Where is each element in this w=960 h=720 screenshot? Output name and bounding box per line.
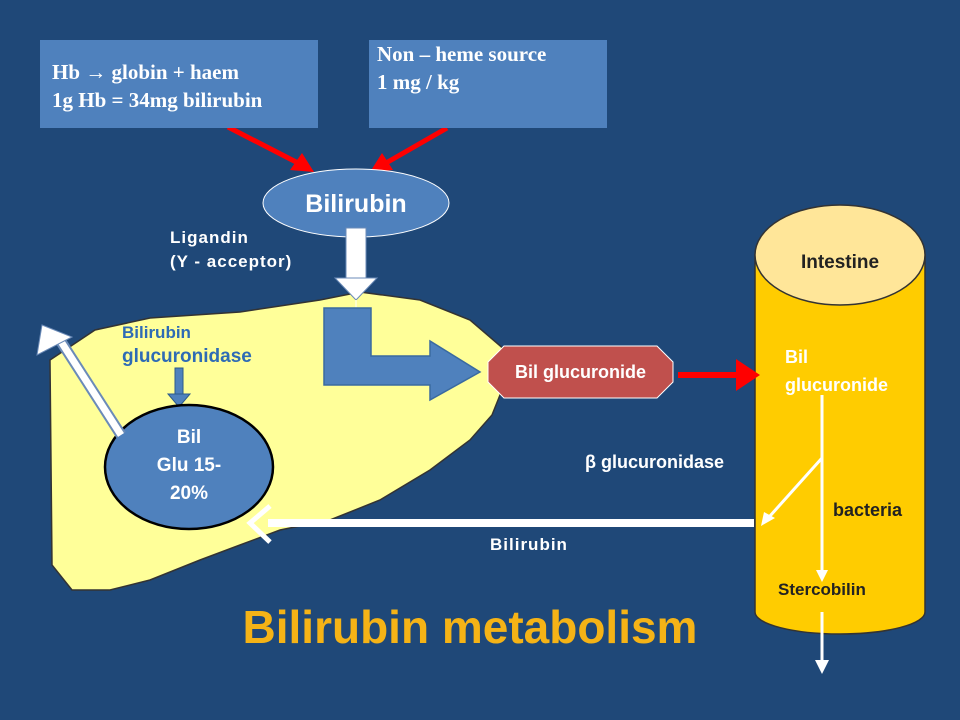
intestine-content-line2: glucuronide bbox=[785, 375, 888, 395]
intestine-top bbox=[754, 204, 926, 306]
intestine-content-line1: Bil bbox=[785, 347, 809, 367]
beta-glucuronidase-label: β glucuronidase bbox=[585, 452, 725, 472]
bil-glu-line2: Glu 15- bbox=[156, 455, 222, 476]
hb-source-box: Hb → globin + haem 1g Hb = 34mg bilirubi… bbox=[40, 40, 318, 128]
nonheme-source-box: Non – heme source 1 mg / kg bbox=[369, 40, 607, 128]
slide-title: Bilirubin metabolism bbox=[242, 601, 698, 653]
ligandin-line2: (Y - acceptor) bbox=[170, 252, 293, 271]
white-down-arrow bbox=[333, 227, 379, 308]
ligandin-label: Ligandin (Y - acceptor) bbox=[170, 226, 292, 274]
bil-glu-line1: Bil bbox=[176, 427, 202, 448]
liver-enzyme-label: Bilirubin glucuronidase bbox=[122, 321, 252, 369]
red-arrow-hb bbox=[226, 124, 314, 172]
intestine-title: Intestine bbox=[800, 252, 880, 273]
bil-glucuronide-label: Bil glucuronide bbox=[514, 362, 646, 382]
return-bilirubin-arrow bbox=[246, 504, 754, 544]
liver-enzyme-line2: glucuronidase bbox=[122, 346, 252, 367]
liver-enzyme-line1: Bilirubin bbox=[122, 323, 191, 342]
return-bilirubin-label: Bilirubin bbox=[490, 535, 568, 554]
bil-glucuronide-node bbox=[487, 345, 674, 399]
bilirubin-node-label: Bilirubin bbox=[305, 190, 407, 218]
hb-source-line2: 1g Hb = 34mg bilirubin bbox=[52, 88, 263, 112]
nonheme-source-line1: Non – heme source bbox=[377, 42, 547, 66]
nonheme-source-line2: 1 mg / kg bbox=[377, 70, 460, 94]
intestine-content: Bil glucuronide bbox=[785, 343, 888, 399]
bil-glu-node bbox=[103, 403, 275, 531]
stercobilin-label: Stercobilin bbox=[778, 580, 866, 599]
enzyme-down-arrow bbox=[166, 367, 192, 408]
bil-glu-label: Bil Glu 15- 20% bbox=[105, 424, 273, 508]
bacteria-label: bacteria bbox=[833, 500, 903, 520]
bent-blue-arrow bbox=[323, 307, 482, 402]
red-arrow-to-intestine bbox=[678, 359, 760, 391]
diagonal-white-arrow bbox=[36, 324, 126, 438]
intestine-flow-arrows bbox=[761, 395, 829, 674]
red-arrow-nonheme bbox=[370, 125, 449, 172]
intestine-cylinder bbox=[754, 254, 926, 635]
ligandin-line1: Ligandin bbox=[170, 228, 249, 247]
hb-source-line1: Hb → globin + haem bbox=[52, 60, 240, 84]
bil-glu-line3: 20% bbox=[169, 483, 209, 504]
